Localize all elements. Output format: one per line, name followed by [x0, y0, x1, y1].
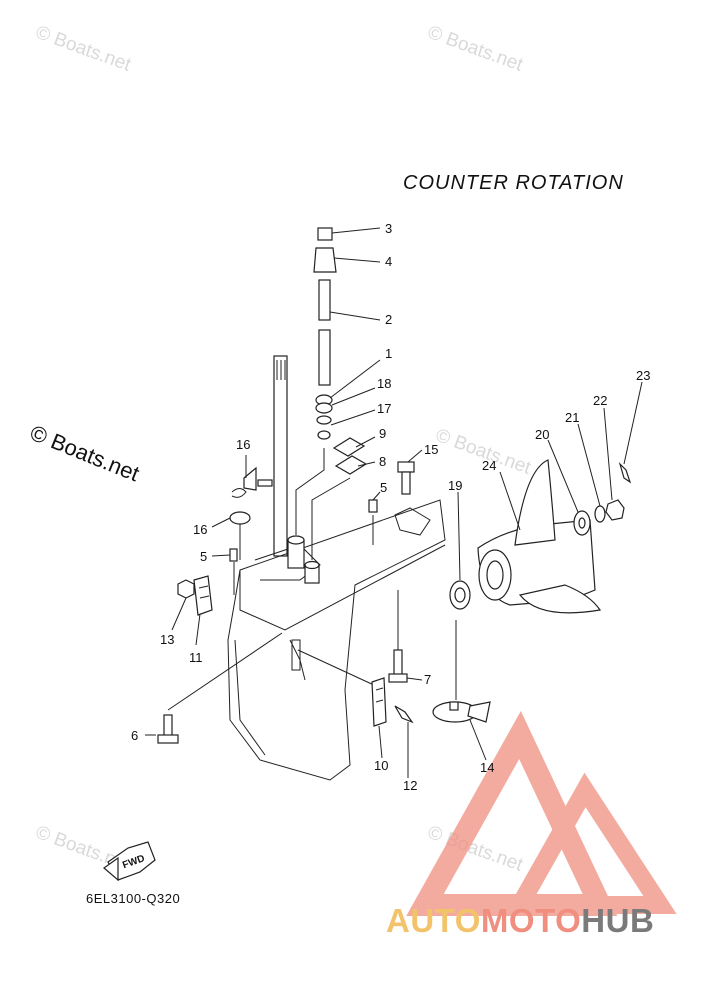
part-15-bolt — [397, 461, 415, 495]
label-part-5-right: 5 — [380, 480, 387, 495]
label-part-6: 6 — [131, 728, 138, 743]
label-part-9: 9 — [379, 426, 386, 441]
part-11-bracket — [193, 575, 213, 616]
label-part-17: 17 — [377, 401, 391, 416]
part-18-bushing — [315, 394, 333, 414]
part-22-nut — [605, 499, 625, 521]
part-9-seal — [332, 437, 366, 457]
part-17-ring — [316, 415, 332, 440]
label-part-18: 18 — [377, 376, 391, 391]
label-part-10: 10 — [374, 758, 388, 773]
label-part-23: 23 — [636, 368, 650, 383]
part-20-washer — [573, 510, 591, 536]
brand-part-moto: MOTO — [480, 902, 582, 939]
label-part-1: 1 — [385, 346, 392, 361]
part-23-cotter-pin — [618, 461, 632, 484]
label-part-21: 21 — [565, 410, 579, 425]
label-part-20: 20 — [535, 427, 549, 442]
part-13-nut — [177, 579, 195, 599]
diagram-code: 6EL3100-Q320 — [86, 891, 181, 906]
label-part-16-lower: 16 — [193, 522, 207, 537]
label-part-22: 22 — [593, 393, 607, 408]
label-part-8: 8 — [379, 454, 386, 469]
label-part-5-left: 5 — [200, 549, 207, 564]
label-part-14: 14 — [480, 760, 494, 775]
label-part-24: 24 — [482, 458, 496, 473]
label-part-13: 13 — [160, 632, 174, 647]
brand-part-hub: HUB — [581, 902, 655, 939]
label-part-19: 19 — [448, 478, 462, 493]
brand-logo-text: AUTOMOTOHUB — [386, 902, 654, 940]
part-7-bolt — [388, 649, 408, 683]
label-part-11: 11 — [189, 650, 203, 665]
part-10-bracket — [371, 677, 387, 727]
brand-part-auto: AUTO — [386, 902, 481, 939]
part-24-propeller — [477, 459, 602, 614]
leader-lines — [167, 448, 457, 711]
page-title: COUNTER ROTATION — [403, 172, 624, 194]
part-6-bolt — [157, 714, 179, 744]
brand-logo-mark — [406, 710, 677, 916]
part-16-clip-upper — [231, 466, 273, 498]
callout-lines — [145, 227, 643, 778]
label-part-12: 12 — [403, 778, 417, 793]
part-14-anode — [432, 701, 491, 723]
label-part-7: 7 — [424, 672, 431, 687]
part-5-pin-right — [368, 499, 378, 513]
part-16-clip-lower — [229, 511, 251, 532]
drive-shaft — [273, 355, 288, 557]
part-5-pin-left — [229, 548, 238, 562]
label-part-15: 15 — [424, 442, 438, 457]
label-part-16-upper: 16 — [236, 437, 250, 452]
part-3-bushing — [317, 227, 333, 241]
part-21-washer — [594, 505, 606, 523]
part-1-tube-lower — [318, 329, 331, 386]
fwd-arrow-icon: FWD — [103, 841, 156, 882]
part-2-tube-upper — [318, 279, 331, 321]
lower-unit-housing — [227, 499, 446, 781]
label-part-4: 4 — [385, 254, 392, 269]
part-4-housing — [313, 247, 337, 273]
label-part-2: 2 — [385, 312, 392, 327]
label-part-3: 3 — [385, 221, 392, 236]
part-19-spacer — [449, 580, 471, 610]
part-12-screw — [394, 705, 414, 724]
